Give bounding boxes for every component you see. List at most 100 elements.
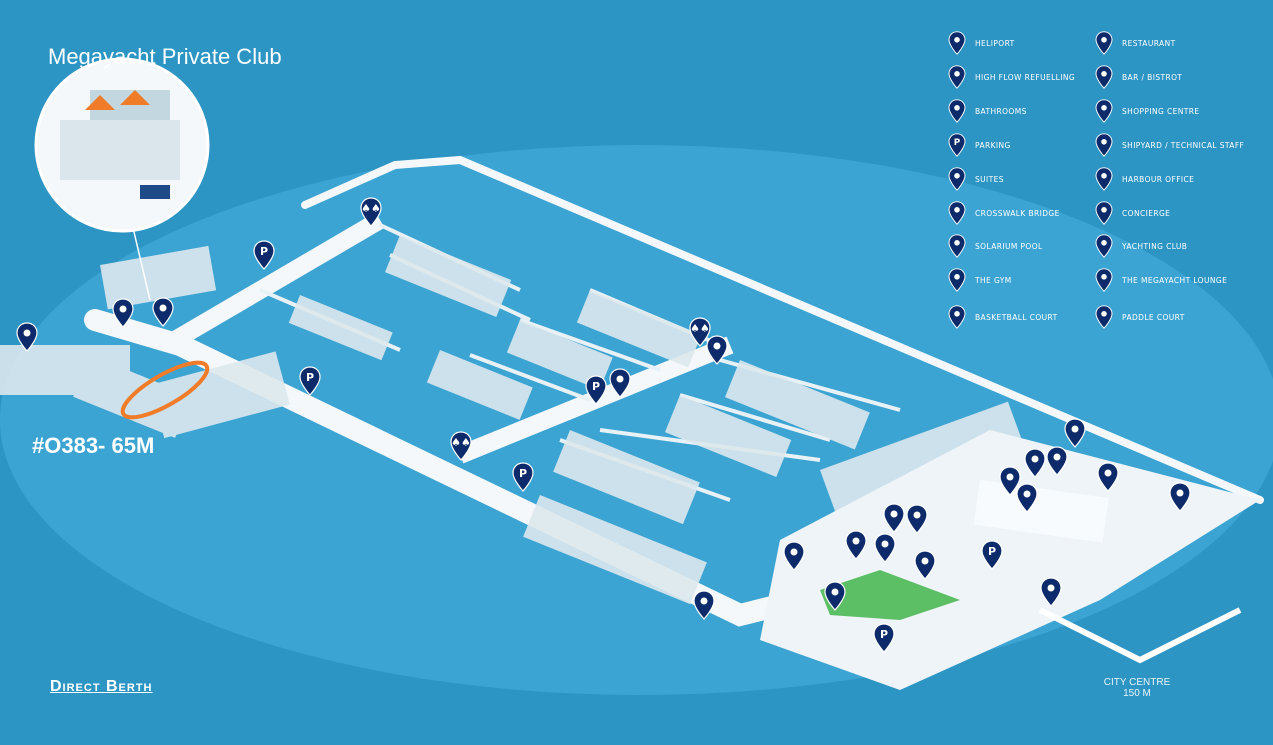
legend-label: HIGH FLOW REFUELLING bbox=[975, 72, 1076, 82]
suite-icon[interactable] bbox=[906, 504, 928, 534]
pool-ladder-icon[interactable] bbox=[824, 581, 846, 611]
helicopter-icon[interactable] bbox=[16, 322, 38, 352]
dumbbell-icon[interactable] bbox=[874, 533, 896, 563]
main-pier bbox=[84, 309, 791, 627]
legend-item: RESTAURANT bbox=[1095, 30, 1176, 56]
legend-label: HARBOUR OFFICE bbox=[1122, 174, 1195, 184]
page-title: Megayacht Private Club bbox=[48, 44, 282, 69]
parking-icon[interactable]: P bbox=[299, 366, 321, 396]
headset-icon bbox=[1095, 167, 1113, 191]
legend-label: BATHROOMS bbox=[975, 106, 1027, 116]
legend-label: THE MEGAYACHT LOUNGE bbox=[1122, 275, 1228, 285]
svg-text:P: P bbox=[954, 138, 961, 148]
inset-illustration bbox=[60, 90, 180, 199]
pedestrian-icon bbox=[948, 201, 966, 225]
basketball-icon[interactable] bbox=[706, 335, 728, 365]
legend-item: HELIPORT bbox=[948, 30, 1015, 56]
parking-icon[interactable]: P bbox=[981, 540, 1003, 570]
svg-text:P: P bbox=[880, 628, 888, 641]
legend-label: CROSSWALK BRIDGE bbox=[975, 208, 1060, 218]
worker-icon[interactable] bbox=[914, 550, 936, 580]
restaurant-icon[interactable] bbox=[883, 503, 905, 533]
cocktail-icon[interactable] bbox=[783, 541, 805, 571]
legend-item: SHIPYARD / TECHNICAL STAFF bbox=[1095, 132, 1244, 158]
parking-icon[interactable]: P bbox=[253, 240, 275, 270]
fuel-pump-icon[interactable] bbox=[112, 298, 134, 328]
legend-item: THE MEGAYACHT LOUNGE bbox=[1095, 267, 1227, 293]
legend-label: HELIPORT bbox=[975, 38, 1015, 48]
legend-label: SHOPPING CENTRE bbox=[1122, 106, 1200, 116]
legend-item: CONCIERGE bbox=[1095, 200, 1170, 226]
parking-icon: P bbox=[948, 133, 966, 157]
captain-icon bbox=[1095, 234, 1113, 258]
legend-item: BASKETBALL COURT bbox=[948, 304, 1058, 330]
svg-text:♠♠: ♠♠ bbox=[451, 436, 471, 449]
parking-icon[interactable]: P bbox=[873, 623, 895, 653]
legend-item: SOLARIUM POOL bbox=[948, 233, 1043, 259]
legend-item: HARBOUR OFFICE bbox=[1095, 166, 1194, 192]
legend-label: SHIPYARD / TECHNICAL STAFF bbox=[1122, 140, 1245, 150]
legend-label: PADDLE COURT bbox=[1122, 312, 1185, 322]
upper-pier bbox=[170, 212, 385, 348]
legend-label: PARKING bbox=[975, 140, 1011, 150]
legend-label: BAR / BISTROT bbox=[1122, 72, 1183, 82]
city-centre-line2: 150 M bbox=[1123, 688, 1151, 699]
lounge-icon bbox=[1095, 268, 1113, 292]
svg-text:P: P bbox=[988, 545, 996, 558]
cocktail-icon bbox=[1095, 65, 1113, 89]
worker-icon[interactable] bbox=[1064, 418, 1086, 448]
legend-item: CROSSWALK BRIDGE bbox=[948, 200, 1060, 226]
restroom-icon[interactable]: ♠♠ bbox=[689, 317, 711, 347]
helicopter-icon bbox=[948, 31, 966, 55]
east-building bbox=[973, 480, 1109, 543]
restaurant-icon bbox=[1095, 31, 1113, 55]
cocktail-icon[interactable] bbox=[1169, 482, 1191, 512]
legend-label: CONCIERGE bbox=[1122, 208, 1171, 218]
paddle-icon[interactable] bbox=[609, 368, 631, 398]
restaurant-icon[interactable] bbox=[1016, 483, 1038, 513]
legend-item: YACHTING CLUB bbox=[1095, 233, 1187, 259]
parking-icon[interactable]: P bbox=[585, 375, 607, 405]
legend-item: SHOPPING CENTRE bbox=[1095, 98, 1199, 124]
pedestrian-icon[interactable] bbox=[1040, 577, 1062, 607]
fuel-pump-icon[interactable] bbox=[693, 590, 715, 620]
berth-label: #O383- 65M bbox=[32, 433, 155, 458]
city-bridge bbox=[1038, 607, 1242, 664]
suite-icon bbox=[948, 167, 966, 191]
restroom-icon[interactable]: ♠♠ bbox=[450, 431, 472, 461]
parking-icon[interactable]: P bbox=[512, 462, 534, 492]
legend-item: PADDLE COURT bbox=[1095, 304, 1185, 330]
legend-label: BASKETBALL COURT bbox=[975, 312, 1058, 322]
restroom-icon bbox=[948, 99, 966, 123]
legend-label: SUITES bbox=[975, 174, 1004, 184]
svg-text:P: P bbox=[519, 467, 527, 480]
svg-text:P: P bbox=[306, 371, 314, 384]
svg-text:P: P bbox=[260, 245, 268, 258]
legend-item: P PARKING bbox=[948, 132, 1011, 158]
legend-label: SOLARIUM POOL bbox=[975, 241, 1043, 251]
direct-berth-link[interactable]: Direct Berth bbox=[50, 678, 153, 695]
highlighted-berth[interactable] bbox=[116, 353, 214, 427]
legend-item: BAR / BISTROT bbox=[1095, 64, 1182, 90]
moored-boats bbox=[0, 234, 1027, 605]
lounge-icon[interactable] bbox=[152, 297, 174, 327]
breakwater bbox=[301, 155, 1264, 504]
basketball-icon bbox=[948, 305, 966, 329]
headset-icon[interactable] bbox=[1024, 448, 1046, 478]
paddle-icon bbox=[1095, 305, 1113, 329]
concierge-icon bbox=[1095, 201, 1113, 225]
legend-item: THE GYM bbox=[948, 267, 1012, 293]
captain-icon[interactable] bbox=[845, 530, 867, 560]
concierge-icon[interactable] bbox=[1046, 446, 1068, 476]
shopping-bag-icon[interactable] bbox=[1097, 462, 1119, 492]
legend-item: SUITES bbox=[948, 166, 1004, 192]
svg-text:♠♠: ♠♠ bbox=[690, 322, 710, 335]
green-area bbox=[820, 570, 960, 620]
cocktail-icon[interactable] bbox=[999, 466, 1021, 496]
legend-item: BATHROOMS bbox=[948, 98, 1027, 124]
city-centre-label: CITY CENTRE 150 M bbox=[1092, 677, 1182, 699]
restroom-icon[interactable]: ♠♠ bbox=[360, 197, 382, 227]
fuel-pump-icon bbox=[948, 65, 966, 89]
